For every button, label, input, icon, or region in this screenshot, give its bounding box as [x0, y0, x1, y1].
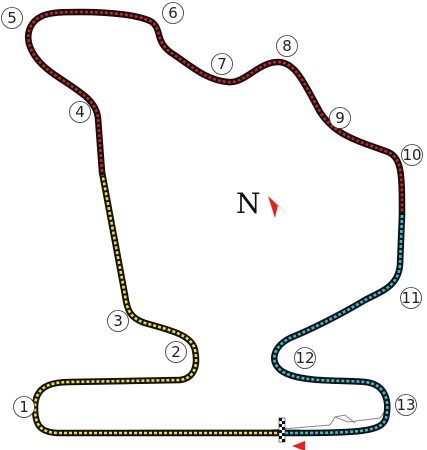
- north-label: N: [236, 187, 261, 220]
- corner-circle: [69, 101, 91, 123]
- corner-number: 7: [217, 55, 227, 73]
- corner-circle: [276, 35, 298, 57]
- corner-circle: [395, 394, 417, 416]
- start-finish-line: [278, 417, 286, 443]
- corner-circle: [401, 144, 423, 166]
- corner-2: 2: [165, 341, 187, 363]
- corner-circle: [294, 347, 316, 369]
- sector-3-track: [271, 211, 406, 437]
- sector-2-dashes: [26, 10, 404, 216]
- corner-number: 13: [396, 396, 415, 414]
- corner-8: 8: [276, 35, 298, 57]
- corner-circle: [329, 107, 351, 129]
- corner-4: 4: [69, 101, 91, 123]
- corner-circle: [13, 396, 35, 418]
- north-arrow-icon: [268, 196, 287, 218]
- corner-circle: [107, 310, 129, 332]
- corner-7: 7: [211, 53, 233, 75]
- corner-number: 3: [113, 312, 123, 330]
- corner-number: 10: [402, 146, 421, 164]
- corner-circle: [211, 53, 233, 75]
- sector-1-dashes: [33, 171, 282, 435]
- corner-9: 9: [329, 107, 351, 129]
- corner-number: 12: [295, 349, 314, 367]
- corner-10: 10: [401, 144, 423, 166]
- corner-number: 9: [335, 109, 345, 127]
- corner-circle: [1, 7, 23, 29]
- corner-1: 1: [13, 396, 35, 418]
- corner-circle: [162, 2, 184, 24]
- corner-number: 11: [401, 289, 420, 307]
- sector-2-track: [25, 8, 406, 219]
- corner-5: 5: [1, 7, 23, 29]
- corner-number: 8: [282, 37, 292, 55]
- corner-13: 13: [395, 394, 417, 416]
- corner-12: 12: [294, 347, 316, 369]
- corner-6: 6: [162, 2, 184, 24]
- corner-3: 3: [107, 310, 129, 332]
- sector-3-dashes: [273, 214, 404, 435]
- corner-circle: [165, 341, 187, 363]
- corner-number: 5: [7, 9, 17, 27]
- corner-number: 2: [171, 343, 181, 361]
- corner-11: 11: [400, 287, 422, 309]
- pit-lane: [59, 410, 386, 433]
- corner-number: 6: [168, 4, 178, 22]
- corner-circle: [400, 287, 422, 309]
- corner-number: 4: [75, 103, 85, 121]
- direction-arrow-icon: [292, 441, 305, 450]
- sector-1-track: [31, 168, 286, 437]
- corner-number: 1: [19, 398, 29, 416]
